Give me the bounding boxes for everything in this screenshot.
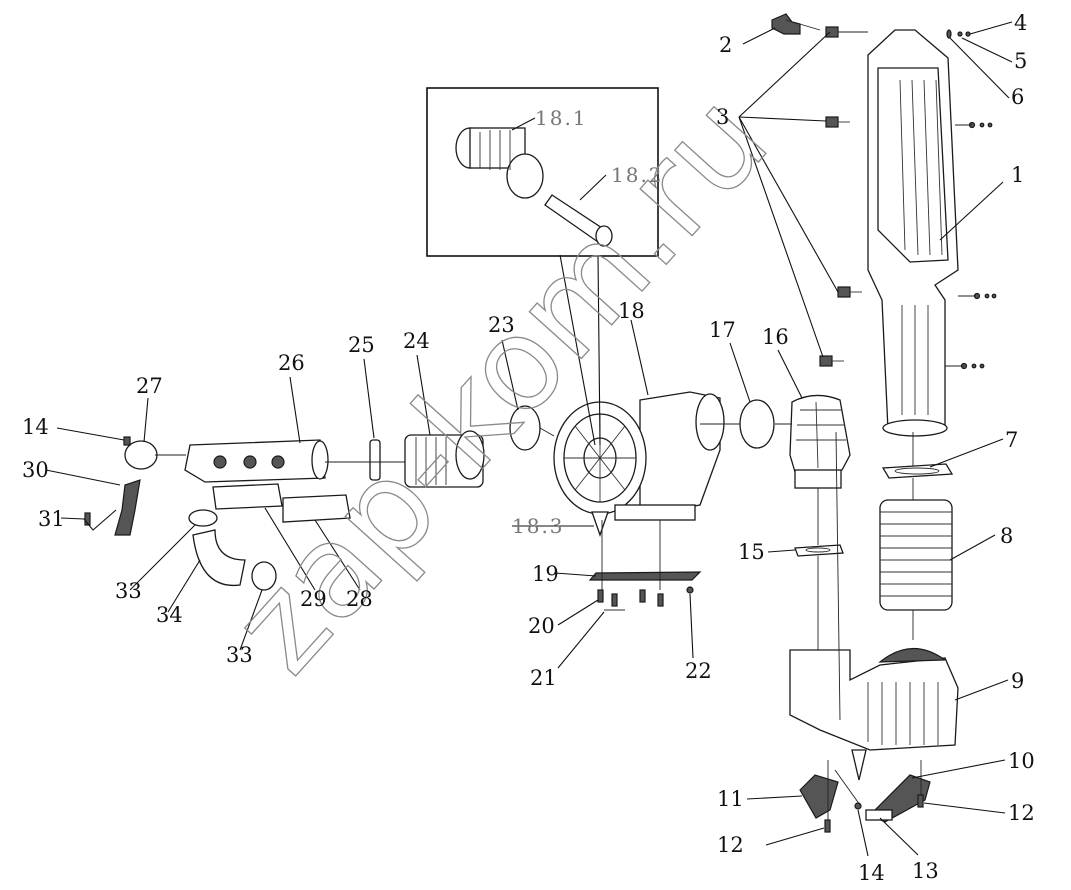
part-18-filter-housing xyxy=(553,391,725,537)
callout-18-1: 18.1 xyxy=(535,106,588,130)
callout-21: 21 xyxy=(530,666,557,690)
part-16-inlet-cover xyxy=(789,394,851,489)
callout-8: 8 xyxy=(1000,524,1013,548)
callout-17: 17 xyxy=(709,318,736,342)
callout-33a: 33 xyxy=(115,579,142,603)
part-25-clamp xyxy=(369,439,381,481)
callout-26: 26 xyxy=(278,351,305,375)
part-14-screw-upper xyxy=(123,436,131,446)
part-29-heat-shield xyxy=(212,483,283,510)
assembly-lines xyxy=(155,19,976,820)
callout-labels: 1 2 3 4 5 6 7 8 9 10 11 12 12 13 14 14 1… xyxy=(22,11,1035,885)
part-17-hose-clamp xyxy=(739,399,775,449)
callout-34: 34 xyxy=(156,603,183,627)
callout-33b: 33 xyxy=(226,643,253,667)
part-34-elbow xyxy=(192,529,246,587)
callout-22: 22 xyxy=(685,659,712,683)
callout-5: 5 xyxy=(1014,49,1027,73)
part-26-outlet-pipe xyxy=(184,439,329,483)
callout-24: 24 xyxy=(403,329,430,353)
callout-2: 2 xyxy=(719,33,732,57)
part-11-bracket xyxy=(799,774,839,819)
callout-18-2: 18.2 xyxy=(611,163,664,187)
callout-15: 15 xyxy=(738,540,765,564)
callout-7: 7 xyxy=(1005,428,1018,452)
callout-18: 18 xyxy=(618,299,645,323)
part-3-bolts xyxy=(819,26,862,367)
callout-6: 6 xyxy=(1011,85,1024,109)
part-28-heat-shield xyxy=(282,494,351,523)
part-1-intake-housing xyxy=(867,29,959,437)
part-18-2-safety-filter xyxy=(544,194,613,247)
callout-14b: 14 xyxy=(858,861,885,885)
part-4-6-fasteners xyxy=(946,29,997,370)
part-33-clamp-upper xyxy=(188,509,218,527)
part-9-lower-housing xyxy=(789,647,959,781)
callout-16: 16 xyxy=(762,325,789,349)
part-12-bolts xyxy=(824,794,924,833)
callout-14a: 14 xyxy=(22,415,49,439)
part-18-1-main-filter xyxy=(455,127,544,199)
part-24-corrugated-hose xyxy=(404,430,485,488)
part-33-clamp-lower xyxy=(251,561,277,591)
callout-20: 20 xyxy=(528,614,555,638)
callout-19: 19 xyxy=(532,562,559,586)
callout-28: 28 xyxy=(346,587,373,611)
callout-3: 3 xyxy=(716,105,729,129)
callout-29: 29 xyxy=(300,587,327,611)
part-14-nut-lower xyxy=(854,802,862,810)
part-15-gasket xyxy=(794,544,844,557)
callout-31: 31 xyxy=(38,507,65,531)
part-31-bolt xyxy=(84,512,91,526)
callout-30: 30 xyxy=(22,458,49,482)
callout-4: 4 xyxy=(1014,11,1027,35)
part-20-22-bolts xyxy=(597,586,694,611)
callout-27: 27 xyxy=(136,374,163,398)
callout-11: 11 xyxy=(717,787,744,811)
callout-23: 23 xyxy=(488,313,515,337)
callout-12b: 12 xyxy=(1008,801,1035,825)
part-30-bracket xyxy=(114,479,141,536)
part-8-bellows-hose xyxy=(879,499,953,611)
callout-13: 13 xyxy=(912,859,939,883)
callout-18-3: 18.3 xyxy=(512,514,565,538)
callout-10: 10 xyxy=(1008,749,1035,773)
leader-lines xyxy=(45,21,1013,857)
part-19-mounting-plate xyxy=(588,571,702,581)
part-2-bracket xyxy=(771,13,801,35)
callout-9: 9 xyxy=(1011,669,1024,693)
callout-1: 1 xyxy=(1011,163,1024,187)
callout-25: 25 xyxy=(348,333,375,357)
inset-frame xyxy=(426,87,659,257)
part-7-gasket xyxy=(881,463,954,479)
part-13-plate xyxy=(865,809,893,821)
callout-12a: 12 xyxy=(717,833,744,857)
parts-layer xyxy=(84,13,997,833)
